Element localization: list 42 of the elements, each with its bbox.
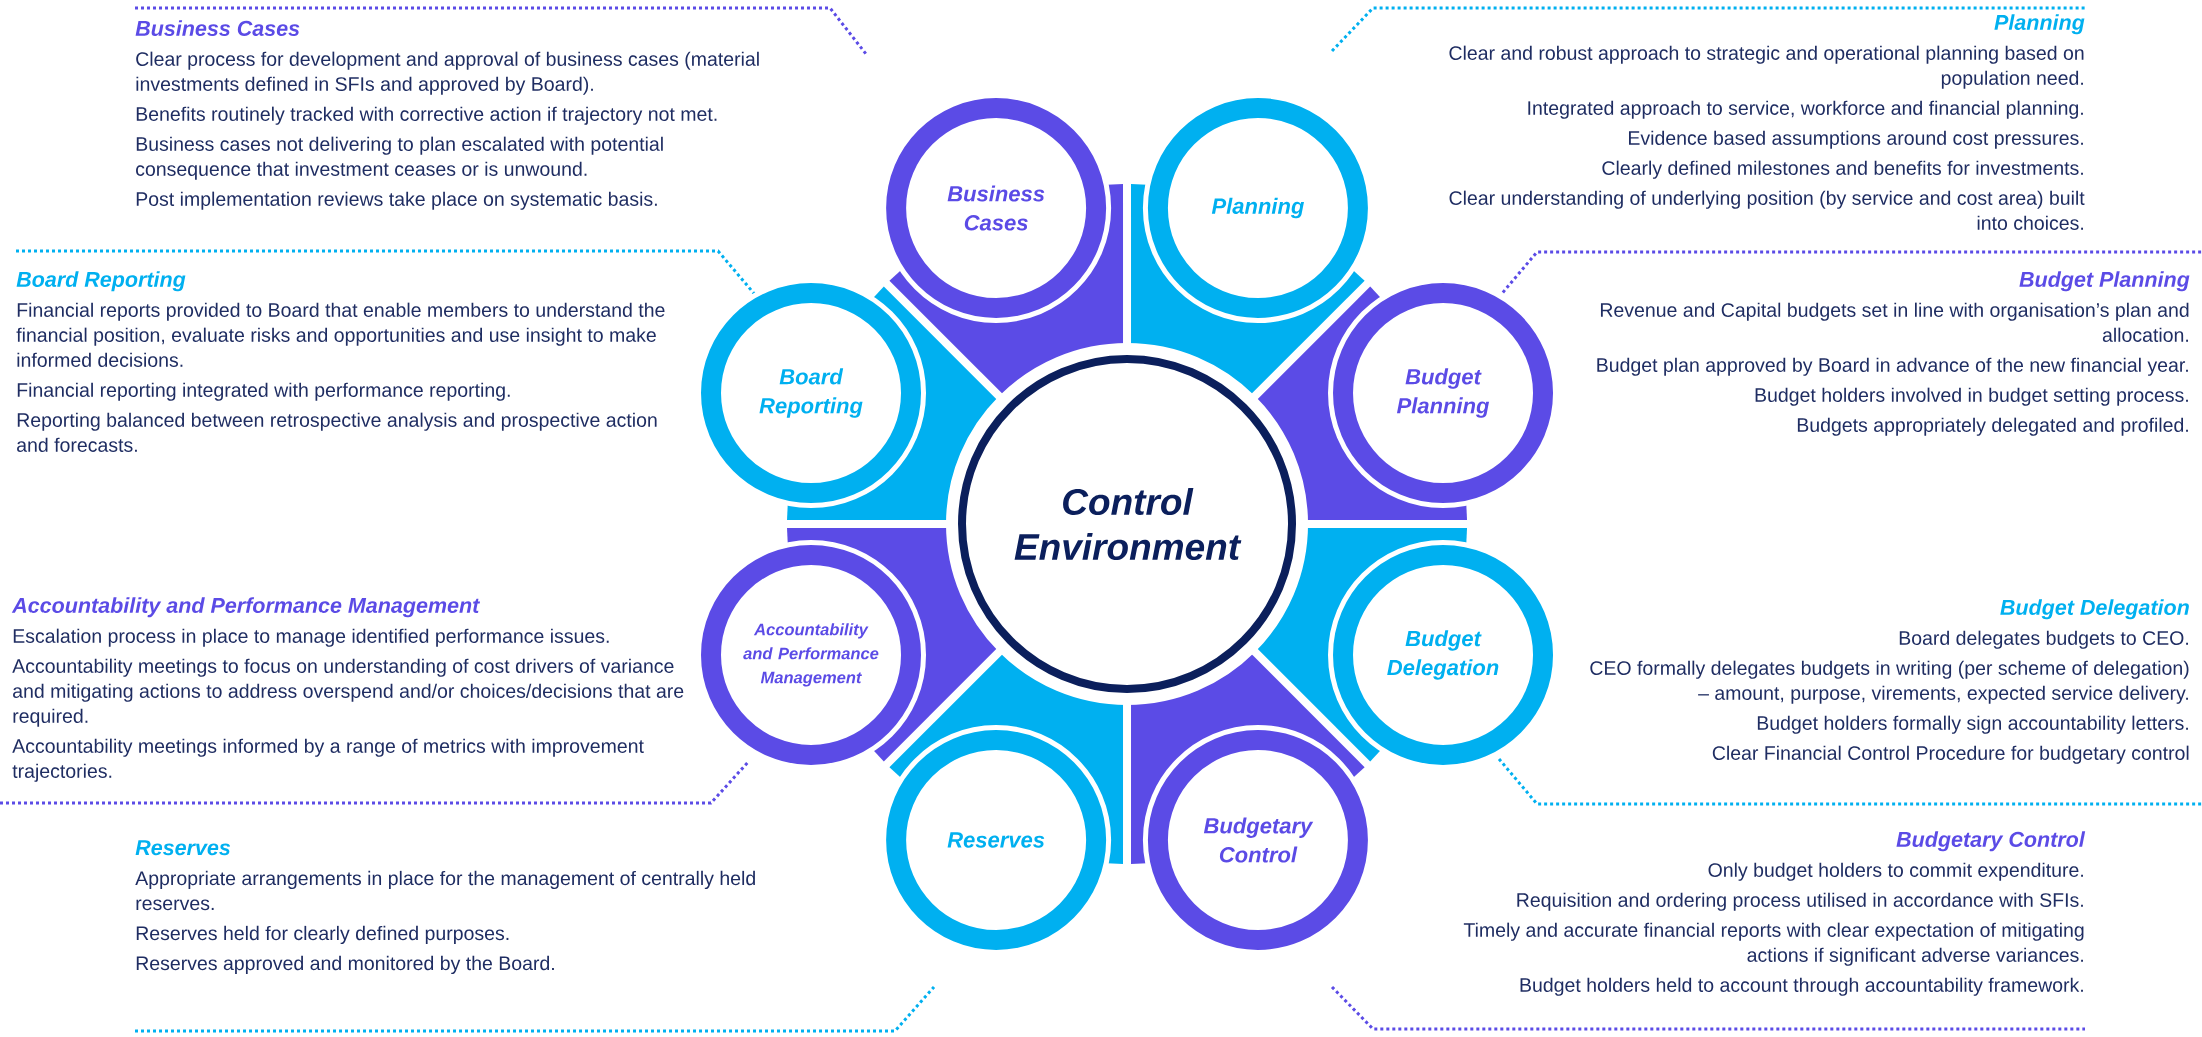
section-heading: Budgetary Control bbox=[1896, 831, 2086, 852]
description-text: Financial reports provided to Board that enable members to understand the financial position, evaluate risks and opportunities and use insight to make informed decisions. bbox=[16, 302, 665, 367]
section-heading: Reserves bbox=[135, 840, 231, 856]
section-heading: Budget Delegation bbox=[2000, 599, 2189, 620]
description-text: Post implementation reviews take place on systematic basis. bbox=[136, 191, 657, 210]
description-text: Budget holders held to account through accountability framework. bbox=[1520, 977, 2083, 996]
description-text: Reserves held for clearly defined purposes. bbox=[136, 925, 509, 945]
description-text: Accountability meetings to focus on understanding of cost drivers of variance and mitigating actions to address overspend and/or choices/decisions that are required. bbox=[12, 658, 684, 727]
description-text: Escalation process in place to manage identified performance issues. bbox=[13, 628, 609, 647]
description-text: Financial reporting integrated with performance reporting. bbox=[17, 382, 510, 401]
description-text: Requisition and ordering process utilised in accordance with SFIs. bbox=[1517, 892, 2083, 911]
description-text: Appropriate arrangements in place for the management of centrally held reserves. bbox=[135, 870, 755, 911]
description-text: Business cases not delivering to plan escalated with potential consequence that investment ceases or is unwound. bbox=[136, 136, 663, 180]
node-label: Reserves bbox=[947, 832, 1045, 848]
description-text: Clear Financial Control Procedure for budgetary control bbox=[1712, 745, 2189, 764]
description-text: Board delegates budgets to CEO. bbox=[1899, 630, 2188, 649]
section-heading: Board Reporting bbox=[16, 271, 186, 292]
description-text: Reserves approved and monitored by the Board. bbox=[136, 955, 554, 975]
section-heading: Planning bbox=[1994, 14, 2085, 35]
description-text: Budget holders involved in budget setting process. bbox=[1755, 387, 2188, 406]
description-text: Budget plan approved by Board in advance of the new financial year. bbox=[1597, 357, 2188, 376]
section-heading: Budget Planning bbox=[2019, 271, 2190, 292]
description-text: Benefits routinely tracked with corrective action if trajectory not met. bbox=[136, 106, 717, 125]
node-label: Budgetary Control bbox=[1203, 817, 1314, 863]
description-text: Budget holders formally sign accountability letters. bbox=[1757, 715, 2188, 734]
section-heading: Accountability and Performance Management bbox=[11, 597, 481, 618]
description-text: Revenue and Capital budgets set in line with organisation’s plan and allocation. bbox=[1600, 302, 2189, 342]
section-heading: Business Cases bbox=[135, 20, 300, 36]
description-text: Clear process for development and approval of business cases (material investments defined in SFIs and approved by Board). bbox=[136, 51, 759, 95]
description-text: Only budget holders to commit expenditure. bbox=[1708, 862, 2083, 881]
description-text: Budgets appropriately delegated and profiled. bbox=[1797, 417, 2188, 436]
description-text: Integrated approach to service, workforce and financial planning. bbox=[1528, 100, 2083, 119]
node-label: Budget Delegation bbox=[1387, 630, 1499, 680]
description-text: Clear and robust approach to strategic and operational planning based on population need. bbox=[1449, 45, 2084, 89]
description-text: Evidence based assumptions around cost pressures. bbox=[1629, 130, 2083, 149]
description-text: Reporting balanced between retrospective analysis and prospective action and forecasts. bbox=[17, 412, 657, 452]
node-label: Accountability and Performance Management bbox=[743, 623, 879, 687]
description-text: Accountability meetings informed by a range of metrics with improvement trajectories. bbox=[12, 738, 644, 782]
description-text: CEO formally delegates budgets in writing (per scheme of delegation) – amount, purpose, virements, expected service delivery. bbox=[1590, 660, 2189, 704]
description-text: Clearly defined milestones and benefits for investments. bbox=[1602, 160, 2083, 179]
description-text: Timely and accurate financial reports with clear expectation of mitigating actions if significant adverse variances. bbox=[1463, 922, 2084, 966]
description-text: Clear understanding of underlying position (by service and cost area) built into choices. bbox=[1449, 190, 2085, 230]
